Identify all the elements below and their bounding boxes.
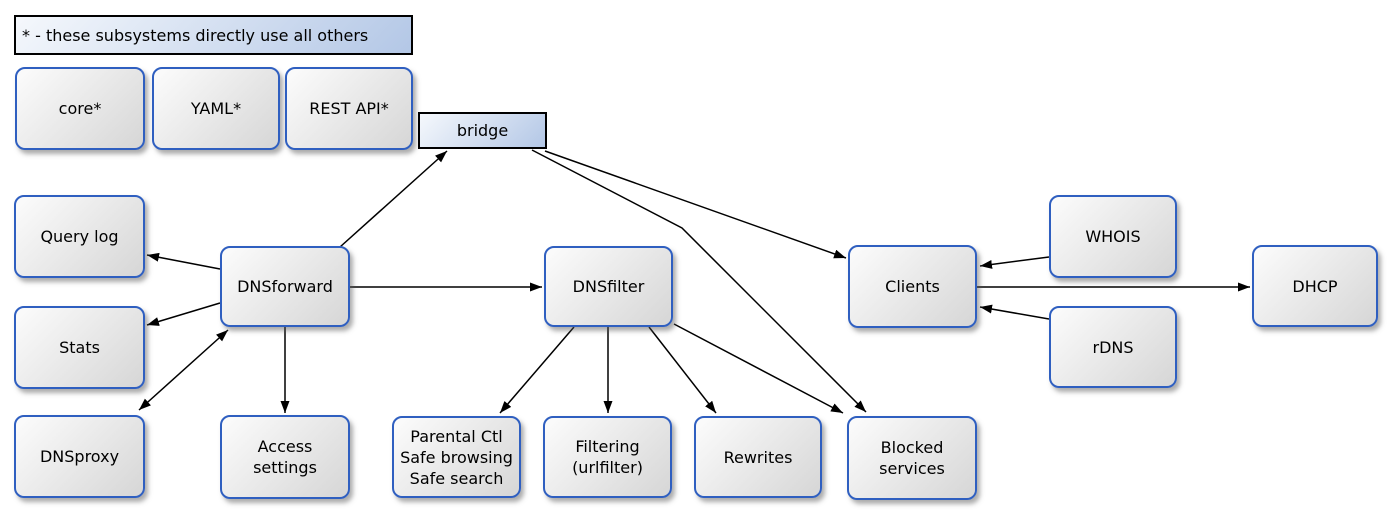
legend-box: * - these subsystems directly use all ot… [14, 15, 413, 55]
edge-bridge-to-clients [544, 150, 847, 259]
node-whois: WHOIS [1049, 195, 1177, 278]
node-dnsforward-label-line: DNSforward [237, 277, 333, 296]
node-access-settings-label-line: settings [253, 458, 317, 477]
node-access-settings: Access settings [220, 415, 350, 499]
edge-dnsfilter-to-blocked-services [673, 323, 844, 414]
edge-rdns-to-clients [979, 304, 1050, 320]
node-blocked-services: Blocked services [847, 416, 977, 500]
node-dnsproxy-label-line: DNSproxy [39, 447, 120, 466]
node-query-log: Query log [14, 195, 145, 278]
edge-dnsfilter-to-parental [499, 326, 575, 414]
node-query-log-label-line: Query log [40, 227, 119, 246]
node-access-settings-label-line: Access [257, 437, 313, 456]
node-blocked-services-label-line: Blocked [880, 438, 944, 457]
node-filtering-label-line: (urlfilter) [572, 458, 643, 477]
node-filtering-label-line: Filtering [575, 437, 640, 456]
node-dhcp-label-line: DHCP [1292, 276, 1338, 296]
node-dhcp: DHCP [1252, 245, 1378, 327]
node-whois-label-line: WHOIS [1085, 227, 1141, 246]
node-clients: Clients [848, 245, 977, 328]
legend-text: * - these subsystems directly use all ot… [22, 25, 369, 45]
edge-bridge-to-blocked-services [531, 149, 867, 413]
node-rdns: rDNS [1049, 306, 1177, 388]
node-rdns-label-line: rDNS [1092, 337, 1134, 357]
node-stats: Stats [14, 306, 145, 389]
edge-dnsforward-to-dnsproxy [138, 329, 229, 411]
edge-dnsfilter-to-rewrites [648, 326, 717, 414]
node-core: core* [15, 67, 145, 150]
node-parental-label-line: Parental Ctl [410, 426, 503, 446]
node-filtering: Filtering (urlfilter) [543, 416, 672, 498]
edge-group [138, 149, 1250, 414]
edge-dnsforward-to-query-log [146, 252, 221, 270]
node-dnsfilter: DNSfilter [544, 246, 673, 327]
node-dnsforward: DNSforward [220, 246, 350, 327]
node-blocked-services-label-line: services [879, 459, 945, 478]
node-rest-api-label-line: REST API* [309, 99, 389, 118]
node-yaml: YAML* [152, 67, 280, 150]
edge-whois-to-clients [979, 256, 1050, 269]
node-yaml-label-line: YAML* [190, 99, 242, 118]
node-clients-label-line: Clients [885, 277, 940, 296]
node-core-label-line: core* [58, 99, 102, 118]
node-bridge-label-line: bridge [456, 121, 509, 140]
node-parental-label-line: Safe browsing [400, 447, 513, 467]
node-dnsproxy: DNSproxy [14, 415, 145, 498]
edge-dnsforward-to-stats [146, 302, 221, 326]
node-stats-label-line: Stats [59, 338, 100, 357]
node-rewrites: Rewrites [694, 416, 822, 498]
node-rest-api: REST API* [285, 67, 413, 150]
node-parental-label-line: Safe search [409, 468, 504, 488]
edge-dnsforward-to-bridge [339, 150, 448, 248]
node-dnsfilter-label-line: DNSfilter [572, 277, 645, 296]
node-rewrites-label-line: Rewrites [723, 447, 793, 467]
node-bridge: bridge [418, 112, 547, 149]
